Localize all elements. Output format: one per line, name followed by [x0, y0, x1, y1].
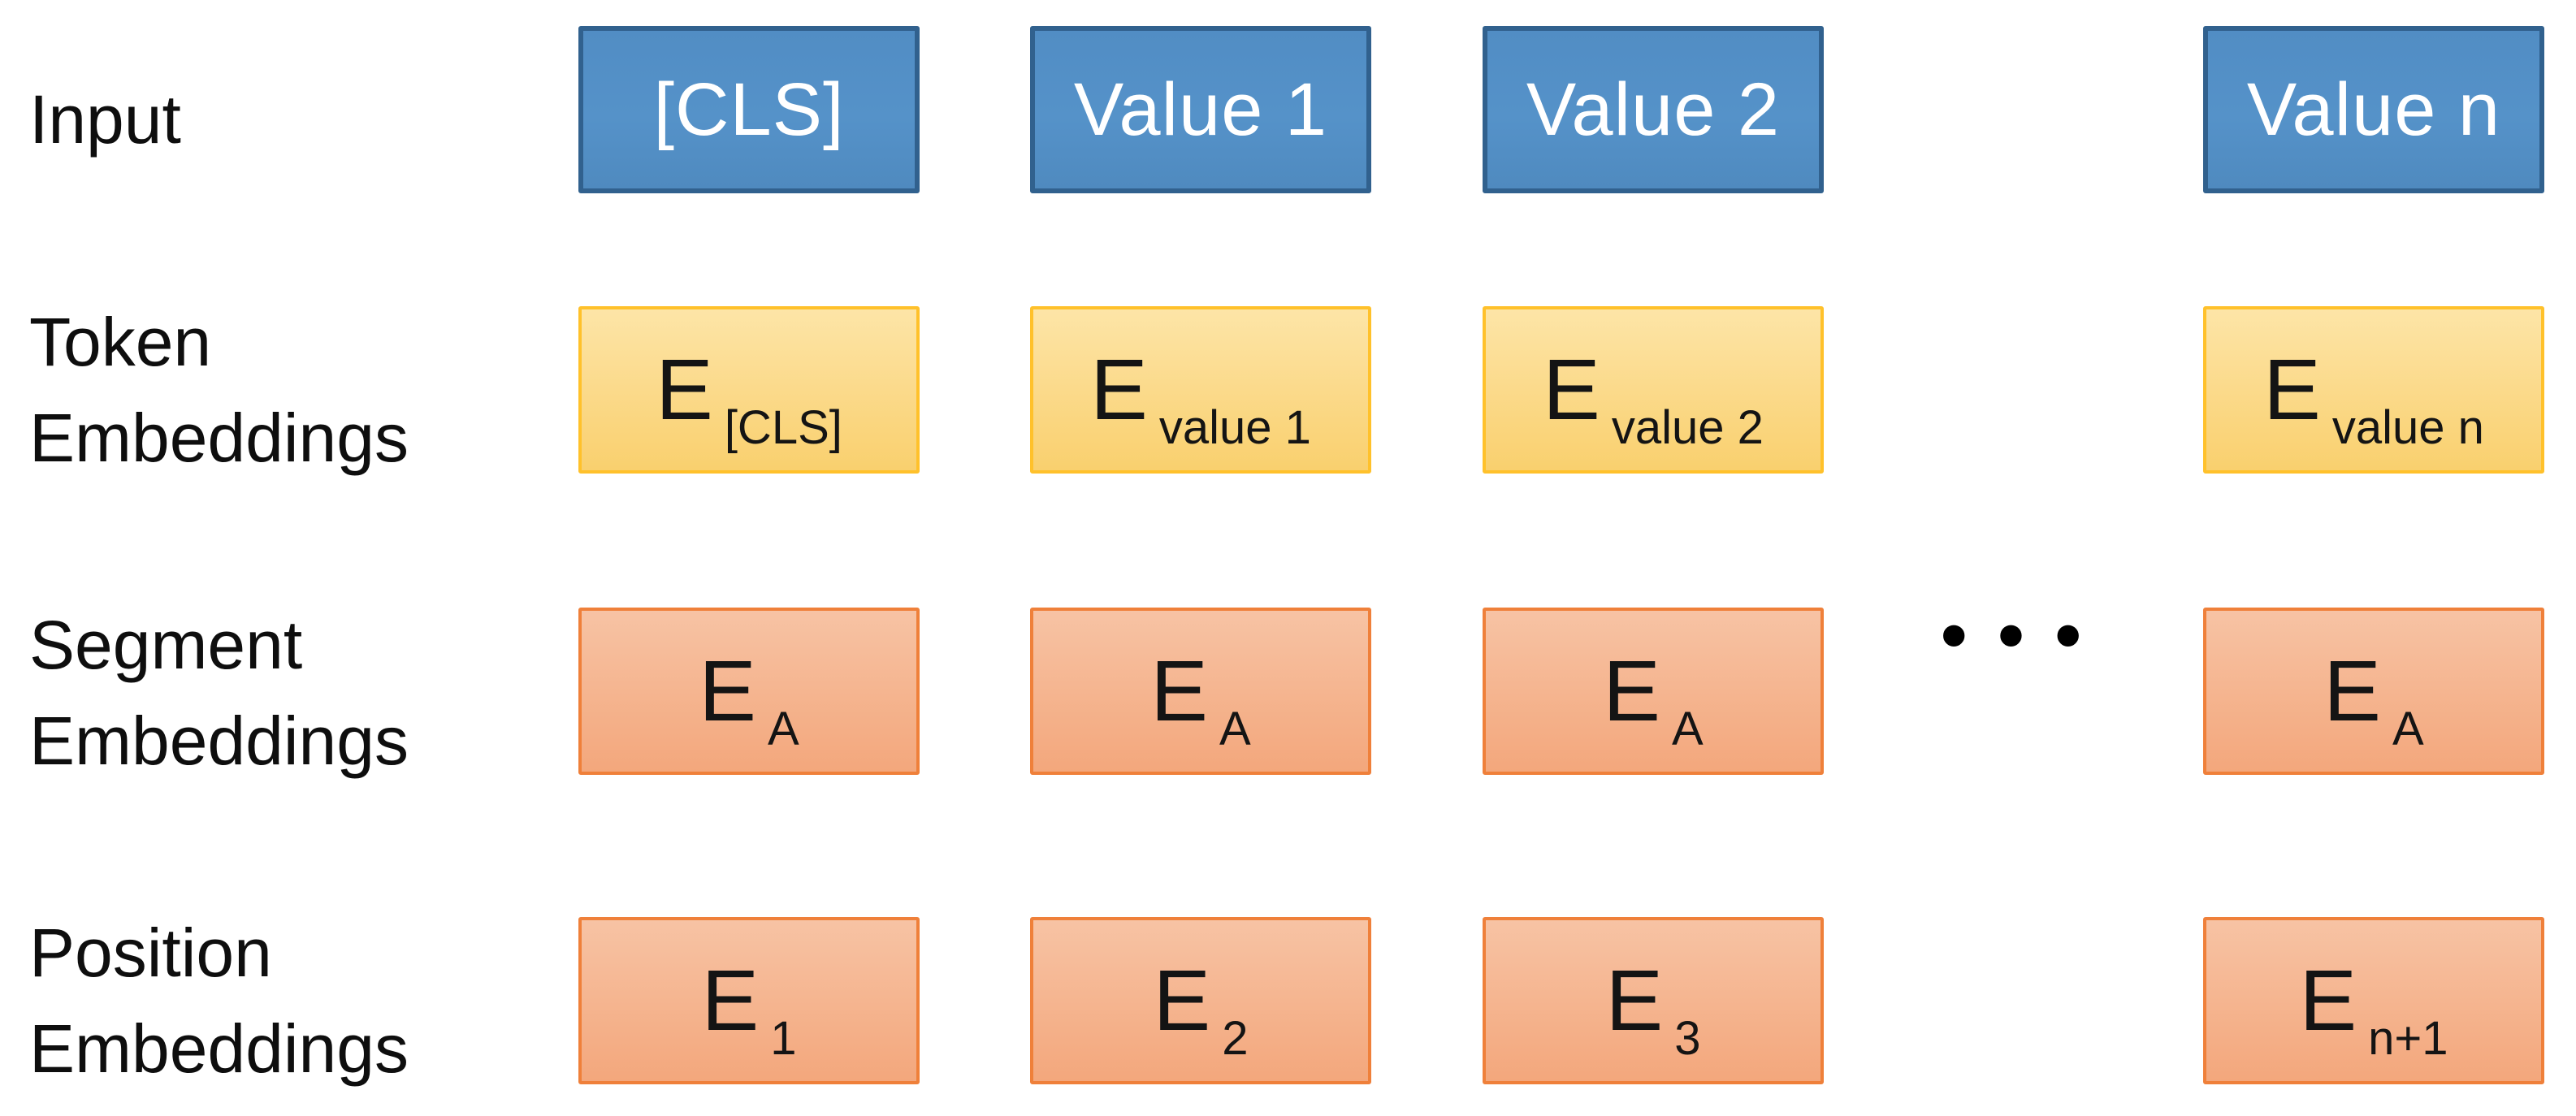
input-value-n-box: Value n [2203, 26, 2544, 193]
token-embedding-value-n-formula: E value n [2263, 342, 2484, 452]
e-subscript: 2 [1222, 1012, 1249, 1065]
e-symbol: E [2299, 953, 2357, 1049]
e-subscript: A [2392, 703, 2424, 755]
segment-embedding-formula: E A [699, 643, 799, 753]
position-embeddings-row-label: Position Embeddings [29, 905, 409, 1097]
e-symbol: E [1603, 643, 1660, 739]
segment-embedding-formula: E A [1603, 643, 1703, 753]
input-value-2-box: Value 2 [1483, 26, 1824, 193]
token-embedding-cls-formula: E [CLS] [656, 342, 842, 452]
input-row-label: Input [29, 71, 181, 167]
token-embedding-value-n-box: E value n [2203, 306, 2544, 474]
token-embedding-value-1-box: E value 1 [1030, 306, 1371, 474]
position-embedding-box-1: E 1 [578, 917, 920, 1084]
label-line: Embeddings [29, 1010, 409, 1087]
segment-embedding-box-n: E A [2203, 608, 2544, 775]
label-line: Token [29, 304, 212, 380]
ellipsis-dots: ••• [1941, 593, 2112, 677]
e-subscript: A [1672, 703, 1704, 755]
e-symbol: E [2323, 643, 2381, 739]
e-symbol: E [1153, 953, 1211, 1049]
label-line: Embeddings [29, 703, 409, 779]
input-value-1-box: Value 1 [1030, 26, 1371, 193]
position-embedding-box-n1: E n+1 [2203, 917, 2544, 1084]
e-symbol: E [1150, 643, 1208, 739]
e-symbol: E [2263, 342, 2321, 438]
segment-embedding-box-1: E A [578, 608, 920, 775]
label-line: Position [29, 915, 272, 991]
e-symbol: E [1605, 953, 1664, 1049]
e-subscript: [CLS] [724, 401, 842, 454]
e-symbol: E [701, 953, 760, 1049]
segment-embeddings-row-label: Segment Embeddings [29, 597, 409, 789]
token-embedding-value-1-formula: E value 1 [1090, 342, 1311, 452]
e-subscript: A [768, 703, 799, 755]
segment-embedding-formula: E A [2323, 643, 2423, 753]
input-cls-box: [CLS] [578, 26, 920, 193]
label-line: Segment [29, 607, 303, 683]
segment-embedding-formula: E A [1150, 643, 1250, 753]
input-value-n-text: Value n [2246, 67, 2501, 151]
e-subscript: n+1 [2368, 1012, 2448, 1065]
token-embeddings-row-label: Token Embeddings [29, 294, 409, 486]
position-embedding-formula: E 1 [701, 953, 797, 1062]
e-subscript: A [1219, 703, 1251, 755]
input-value-1-text: Value 1 [1073, 67, 1328, 151]
position-embedding-formula: E 3 [1605, 953, 1701, 1062]
token-embedding-cls-box: E [CLS] [578, 306, 920, 474]
label-line: Embeddings [29, 400, 409, 476]
segment-embedding-box-3: E A [1483, 608, 1824, 775]
e-symbol: E [1543, 342, 1600, 438]
token-embedding-value-2-formula: E value 2 [1543, 342, 1764, 452]
input-value-2-text: Value 2 [1526, 67, 1781, 151]
position-embedding-box-2: E 2 [1030, 917, 1371, 1084]
e-subscript: value 2 [1611, 401, 1764, 454]
e-symbol: E [656, 342, 713, 438]
position-embedding-formula: E n+1 [2299, 953, 2448, 1062]
e-subscript: 1 [770, 1012, 797, 1065]
e-subscript: value n [2331, 401, 2484, 454]
e-subscript: value 1 [1158, 401, 1311, 454]
e-subscript: 3 [1674, 1012, 1701, 1065]
label-line: Input [29, 81, 181, 158]
position-embedding-box-3: E 3 [1483, 917, 1824, 1084]
token-embedding-value-2-box: E value 2 [1483, 306, 1824, 474]
segment-embedding-box-2: E A [1030, 608, 1371, 775]
e-symbol: E [699, 643, 756, 739]
e-symbol: E [1090, 342, 1148, 438]
input-cls-text: [CLS] [653, 67, 845, 151]
position-embedding-formula: E 2 [1153, 953, 1249, 1062]
